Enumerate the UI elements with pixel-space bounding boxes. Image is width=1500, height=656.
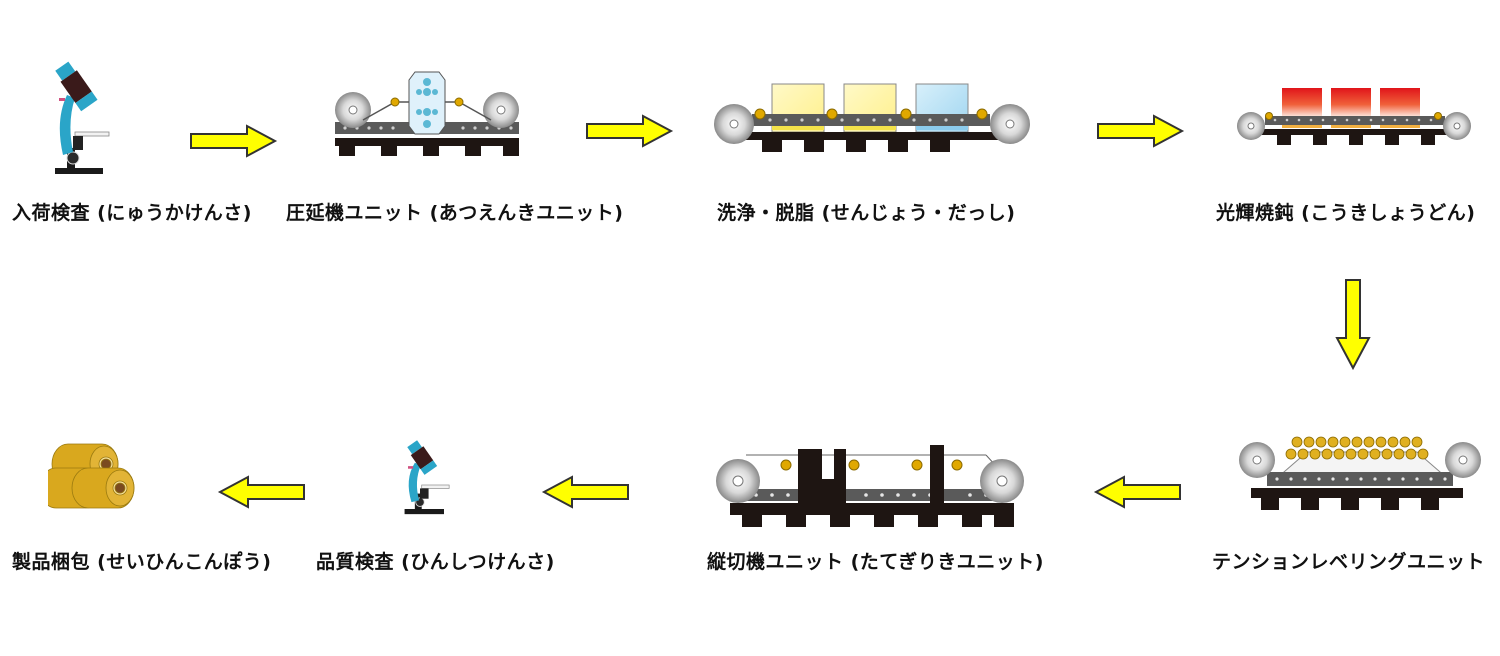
roller-icon (1369, 448, 1381, 460)
roller-icon (1285, 448, 1297, 460)
step-label: 縦切機ユニット (たてぎりきユニット) (707, 551, 1044, 573)
annealing-furnace-icon (1235, 86, 1475, 148)
roller-icon (1315, 436, 1327, 448)
arrow-right-icon (189, 124, 279, 158)
arrow-left-icon (216, 475, 306, 509)
roller-icon (1345, 448, 1357, 460)
roller-icon (1291, 436, 1303, 448)
roller-icon (1327, 436, 1339, 448)
roller-icon (1405, 448, 1417, 460)
roller-icon (1411, 436, 1423, 448)
roller-icon (1387, 436, 1399, 448)
arrow-left-icon (1092, 475, 1182, 509)
rolling-mill-icon (333, 70, 523, 160)
arrow-right-icon (585, 114, 675, 148)
step-label: 光輝焼鈍 (こうきしょうどん) (1216, 202, 1476, 224)
roller-icon (1393, 448, 1405, 460)
microscope-icon (45, 60, 115, 180)
roller-icon (1297, 448, 1309, 460)
slitter-icon (716, 443, 1026, 529)
roller-icon (1375, 436, 1387, 448)
step-label: 洗浄・脱脂 (せんじょう・だっし) (717, 202, 1016, 224)
roller-icon (1339, 436, 1351, 448)
microscope-icon (396, 440, 456, 518)
roller-icon (1303, 436, 1315, 448)
step-label: 圧延機ユニット (あつえんきユニット) (286, 202, 624, 224)
roller-icon (1417, 448, 1429, 460)
arrow-right-icon (1096, 114, 1186, 148)
step-label: 入荷検査 (にゅうかけんさ) (12, 202, 252, 224)
roller-icon (1351, 436, 1363, 448)
arrow-left-icon (540, 475, 630, 509)
step-label: テンションレベリングユニット (1212, 551, 1486, 573)
roller-icon (1363, 436, 1375, 448)
roller-icon (1399, 436, 1411, 448)
cleaning-line-icon (712, 78, 1032, 154)
step-label: 品質検査 (ひんしつけんさ) (316, 551, 555, 573)
roller-icon (1381, 448, 1393, 460)
roller-icon (1333, 448, 1345, 460)
arrow-down-icon (1334, 278, 1372, 370)
tension-leveler-icon (1237, 432, 1482, 512)
roller-icon (1357, 448, 1369, 460)
roller-icon (1309, 448, 1321, 460)
step-label: 製品梱包 (せいひんこんぽう) (12, 551, 272, 573)
coils-icon (48, 438, 140, 518)
roller-icon (1321, 448, 1333, 460)
